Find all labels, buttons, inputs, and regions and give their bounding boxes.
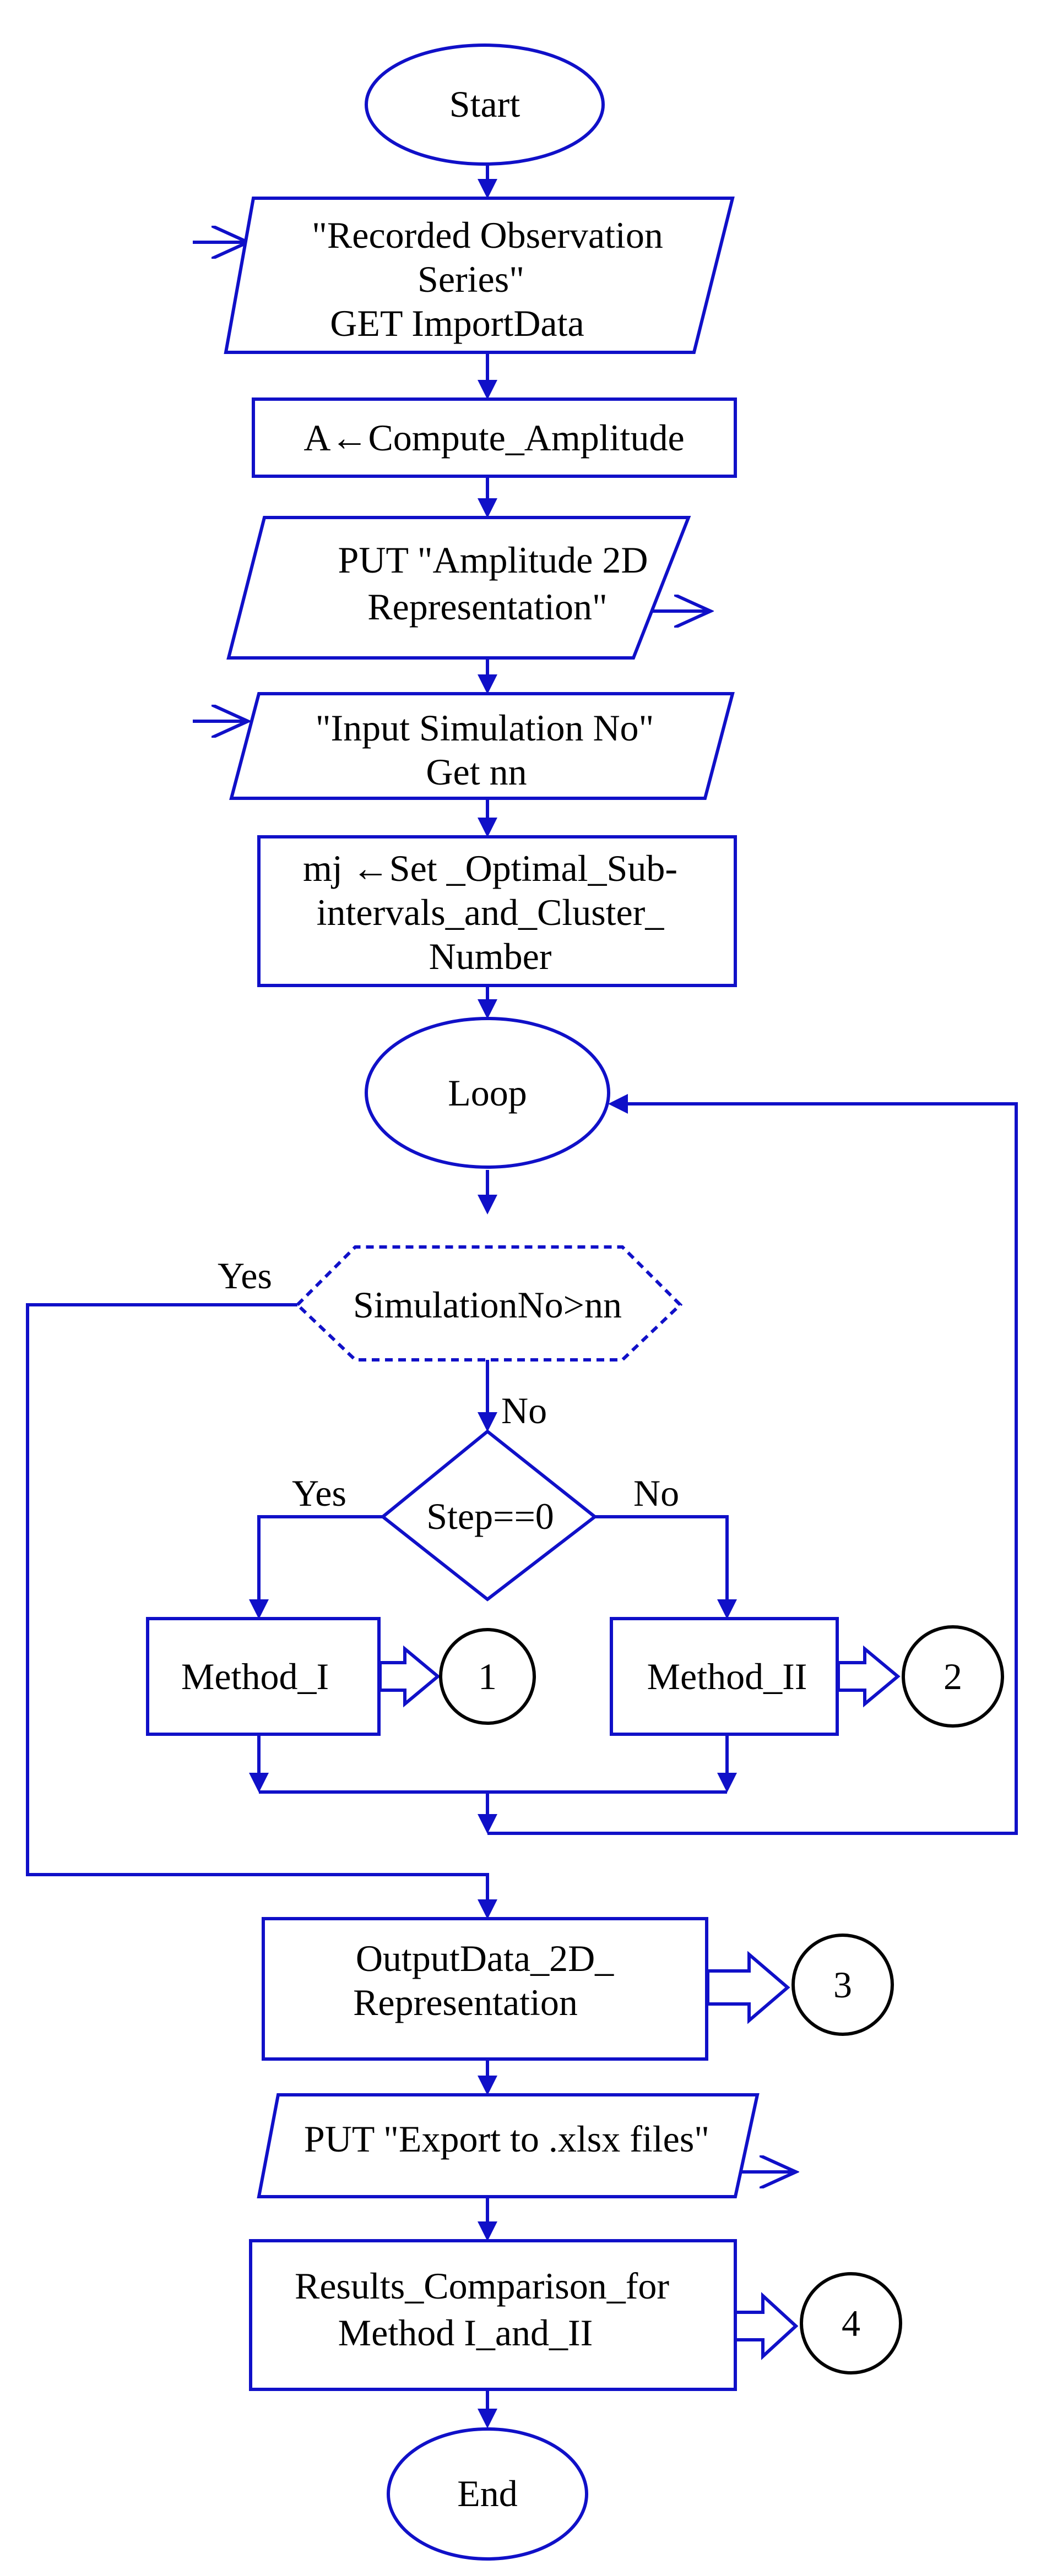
method-2-node: Method_II xyxy=(610,1617,839,1736)
start-label: Start xyxy=(449,83,520,125)
fat-arrow-output xyxy=(706,1951,790,2024)
no-label-simulation: No xyxy=(501,1390,547,1431)
connector-3: 3 xyxy=(791,1934,894,2036)
input-simulation-line-1: "Input Simulation No" xyxy=(316,707,654,749)
step-check-node: Step==0 xyxy=(380,1429,598,1602)
simulation-check-label: SimulationNo>nn xyxy=(353,1284,622,1326)
yes-label-step: Yes xyxy=(292,1472,346,1514)
method-1-label: Method_I xyxy=(181,1655,329,1697)
method-1-node: Method_I xyxy=(146,1617,381,1736)
import-data-node: "Recorded Observation Series" GET Import… xyxy=(224,197,735,354)
edge-step-yes xyxy=(249,1515,383,1619)
connector-1-label: 1 xyxy=(478,1655,497,1697)
start-terminal: Start xyxy=(365,43,605,166)
output-line-1: OutputData_2D_ xyxy=(356,1937,614,1979)
fat-arrow-compare xyxy=(734,2292,799,2360)
connector-4: 4 xyxy=(800,2272,902,2375)
output-data-node: OutputData_2D_ Representation xyxy=(262,1917,708,2061)
compare-line-1: Results_Comparison_for xyxy=(295,2265,669,2307)
put-amplitude-node: PUT "Amplitude 2D Representation" xyxy=(226,516,691,660)
end-terminal: End xyxy=(387,2427,588,2561)
step-check-label: Step==0 xyxy=(426,1495,554,1537)
connector-1: 1 xyxy=(439,1628,536,1725)
connector-2-label: 2 xyxy=(944,1655,962,1697)
yes-label-simulation: Yes xyxy=(218,1255,272,1297)
connector-3-label: 3 xyxy=(833,1964,852,2006)
no-label-step: No xyxy=(633,1472,679,1514)
set-optimal-line-3: Number xyxy=(429,935,552,977)
edge-sim-yes xyxy=(26,1303,497,1919)
simulation-check-node: SimulationNo>nn xyxy=(295,1245,683,1361)
compare-line-2: Method I_and_II xyxy=(338,2312,593,2354)
results-comparison-node: Results_Comparison_for Method I_and_II xyxy=(249,2239,737,2391)
export-node: PUT "Export to .xlsx files" xyxy=(257,2093,760,2198)
loop-terminal: Loop xyxy=(365,1017,610,1169)
connector-2: 2 xyxy=(902,1625,1004,1728)
import-line-2: Series" xyxy=(418,258,524,300)
edge-step-no xyxy=(595,1515,737,1619)
amplitude-label: A←Compute_Amplitude xyxy=(303,417,684,459)
set-optimal-node: mj ←Set _Optimal_Sub- intervals_and_Clus… xyxy=(257,835,737,987)
import-line-1: "Recorded Observation xyxy=(312,214,663,256)
export-label: PUT "Export to .xlsx files" xyxy=(304,2118,709,2160)
put-amplitude-line-1: PUT "Amplitude 2D xyxy=(338,539,648,581)
output-line-2: Representation xyxy=(353,1981,578,2023)
connector-4-label: 4 xyxy=(842,2302,860,2344)
method-2-label: Method_II xyxy=(647,1655,807,1697)
import-line-3: GET ImportData xyxy=(330,302,584,344)
edge-loop-back xyxy=(487,1094,1018,1835)
compute-amplitude-node: A←Compute_Amplitude xyxy=(252,397,737,478)
set-optimal-line-1: mj ←Set _Optimal_Sub- xyxy=(303,847,677,889)
end-label: End xyxy=(457,2472,518,2514)
loop-label: Loop xyxy=(448,1072,527,1114)
input-simulation-node: "Input Simulation No" Get nn xyxy=(229,692,735,800)
fat-arrow-method-2 xyxy=(837,1645,901,1708)
set-optimal-line-2: intervals_and_Cluster_ xyxy=(317,891,665,933)
input-simulation-line-2: Get nn xyxy=(426,751,527,793)
put-amplitude-line-2: Representation" xyxy=(367,586,608,628)
fat-arrow-method-1 xyxy=(378,1645,441,1708)
